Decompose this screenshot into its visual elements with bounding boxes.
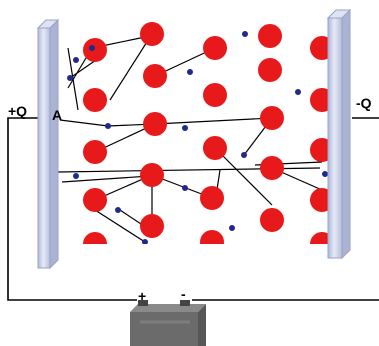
bond-line xyxy=(214,147,273,206)
ion xyxy=(83,188,107,212)
ion xyxy=(310,138,330,162)
ion xyxy=(200,186,224,210)
ion xyxy=(83,140,107,164)
bond-line xyxy=(94,209,146,243)
ion xyxy=(260,156,284,180)
ion xyxy=(143,64,167,88)
ion xyxy=(140,163,164,187)
ion xyxy=(203,36,227,60)
right-capacitor-plate xyxy=(326,8,352,260)
electron xyxy=(115,207,121,213)
electron xyxy=(182,125,188,131)
electron xyxy=(105,123,111,129)
ion xyxy=(258,24,282,48)
battery-icon xyxy=(130,300,206,346)
ion xyxy=(260,106,284,130)
electron xyxy=(229,225,235,231)
electron xyxy=(67,75,73,81)
ion-lattice xyxy=(83,22,330,244)
electron xyxy=(73,57,79,63)
ion xyxy=(143,112,167,136)
left-plate-charge-label: +Q xyxy=(8,103,27,119)
point-a-label: A xyxy=(52,107,62,123)
electron xyxy=(182,185,188,191)
ion xyxy=(203,136,227,160)
ion xyxy=(260,208,284,232)
ion xyxy=(83,232,107,244)
free-electrons xyxy=(67,31,328,244)
ion xyxy=(140,22,164,46)
left-capacitor-plate xyxy=(36,18,60,270)
ion xyxy=(140,214,164,238)
ion xyxy=(203,83,227,107)
battery-plus-label: + xyxy=(138,288,146,304)
ion xyxy=(310,232,330,244)
bond-line xyxy=(61,175,151,183)
electron xyxy=(89,45,95,51)
ion xyxy=(310,88,330,112)
electron xyxy=(73,173,79,179)
battery-minus-label: - xyxy=(181,286,186,302)
bond-line xyxy=(154,117,273,125)
bond-line xyxy=(109,33,153,101)
ion xyxy=(200,230,224,244)
ion xyxy=(83,38,107,62)
bond-line xyxy=(59,119,109,127)
ion xyxy=(258,58,282,82)
ion xyxy=(310,36,330,60)
electron xyxy=(187,69,193,75)
bond-line xyxy=(69,59,97,79)
electron xyxy=(242,31,248,37)
ion xyxy=(310,188,330,212)
electron xyxy=(322,171,328,177)
ion xyxy=(83,88,107,112)
circuit-wire xyxy=(7,117,379,301)
electron xyxy=(295,89,301,95)
right-plate-charge-label: -Q xyxy=(356,95,372,111)
electron xyxy=(241,152,247,158)
electron xyxy=(142,239,148,244)
